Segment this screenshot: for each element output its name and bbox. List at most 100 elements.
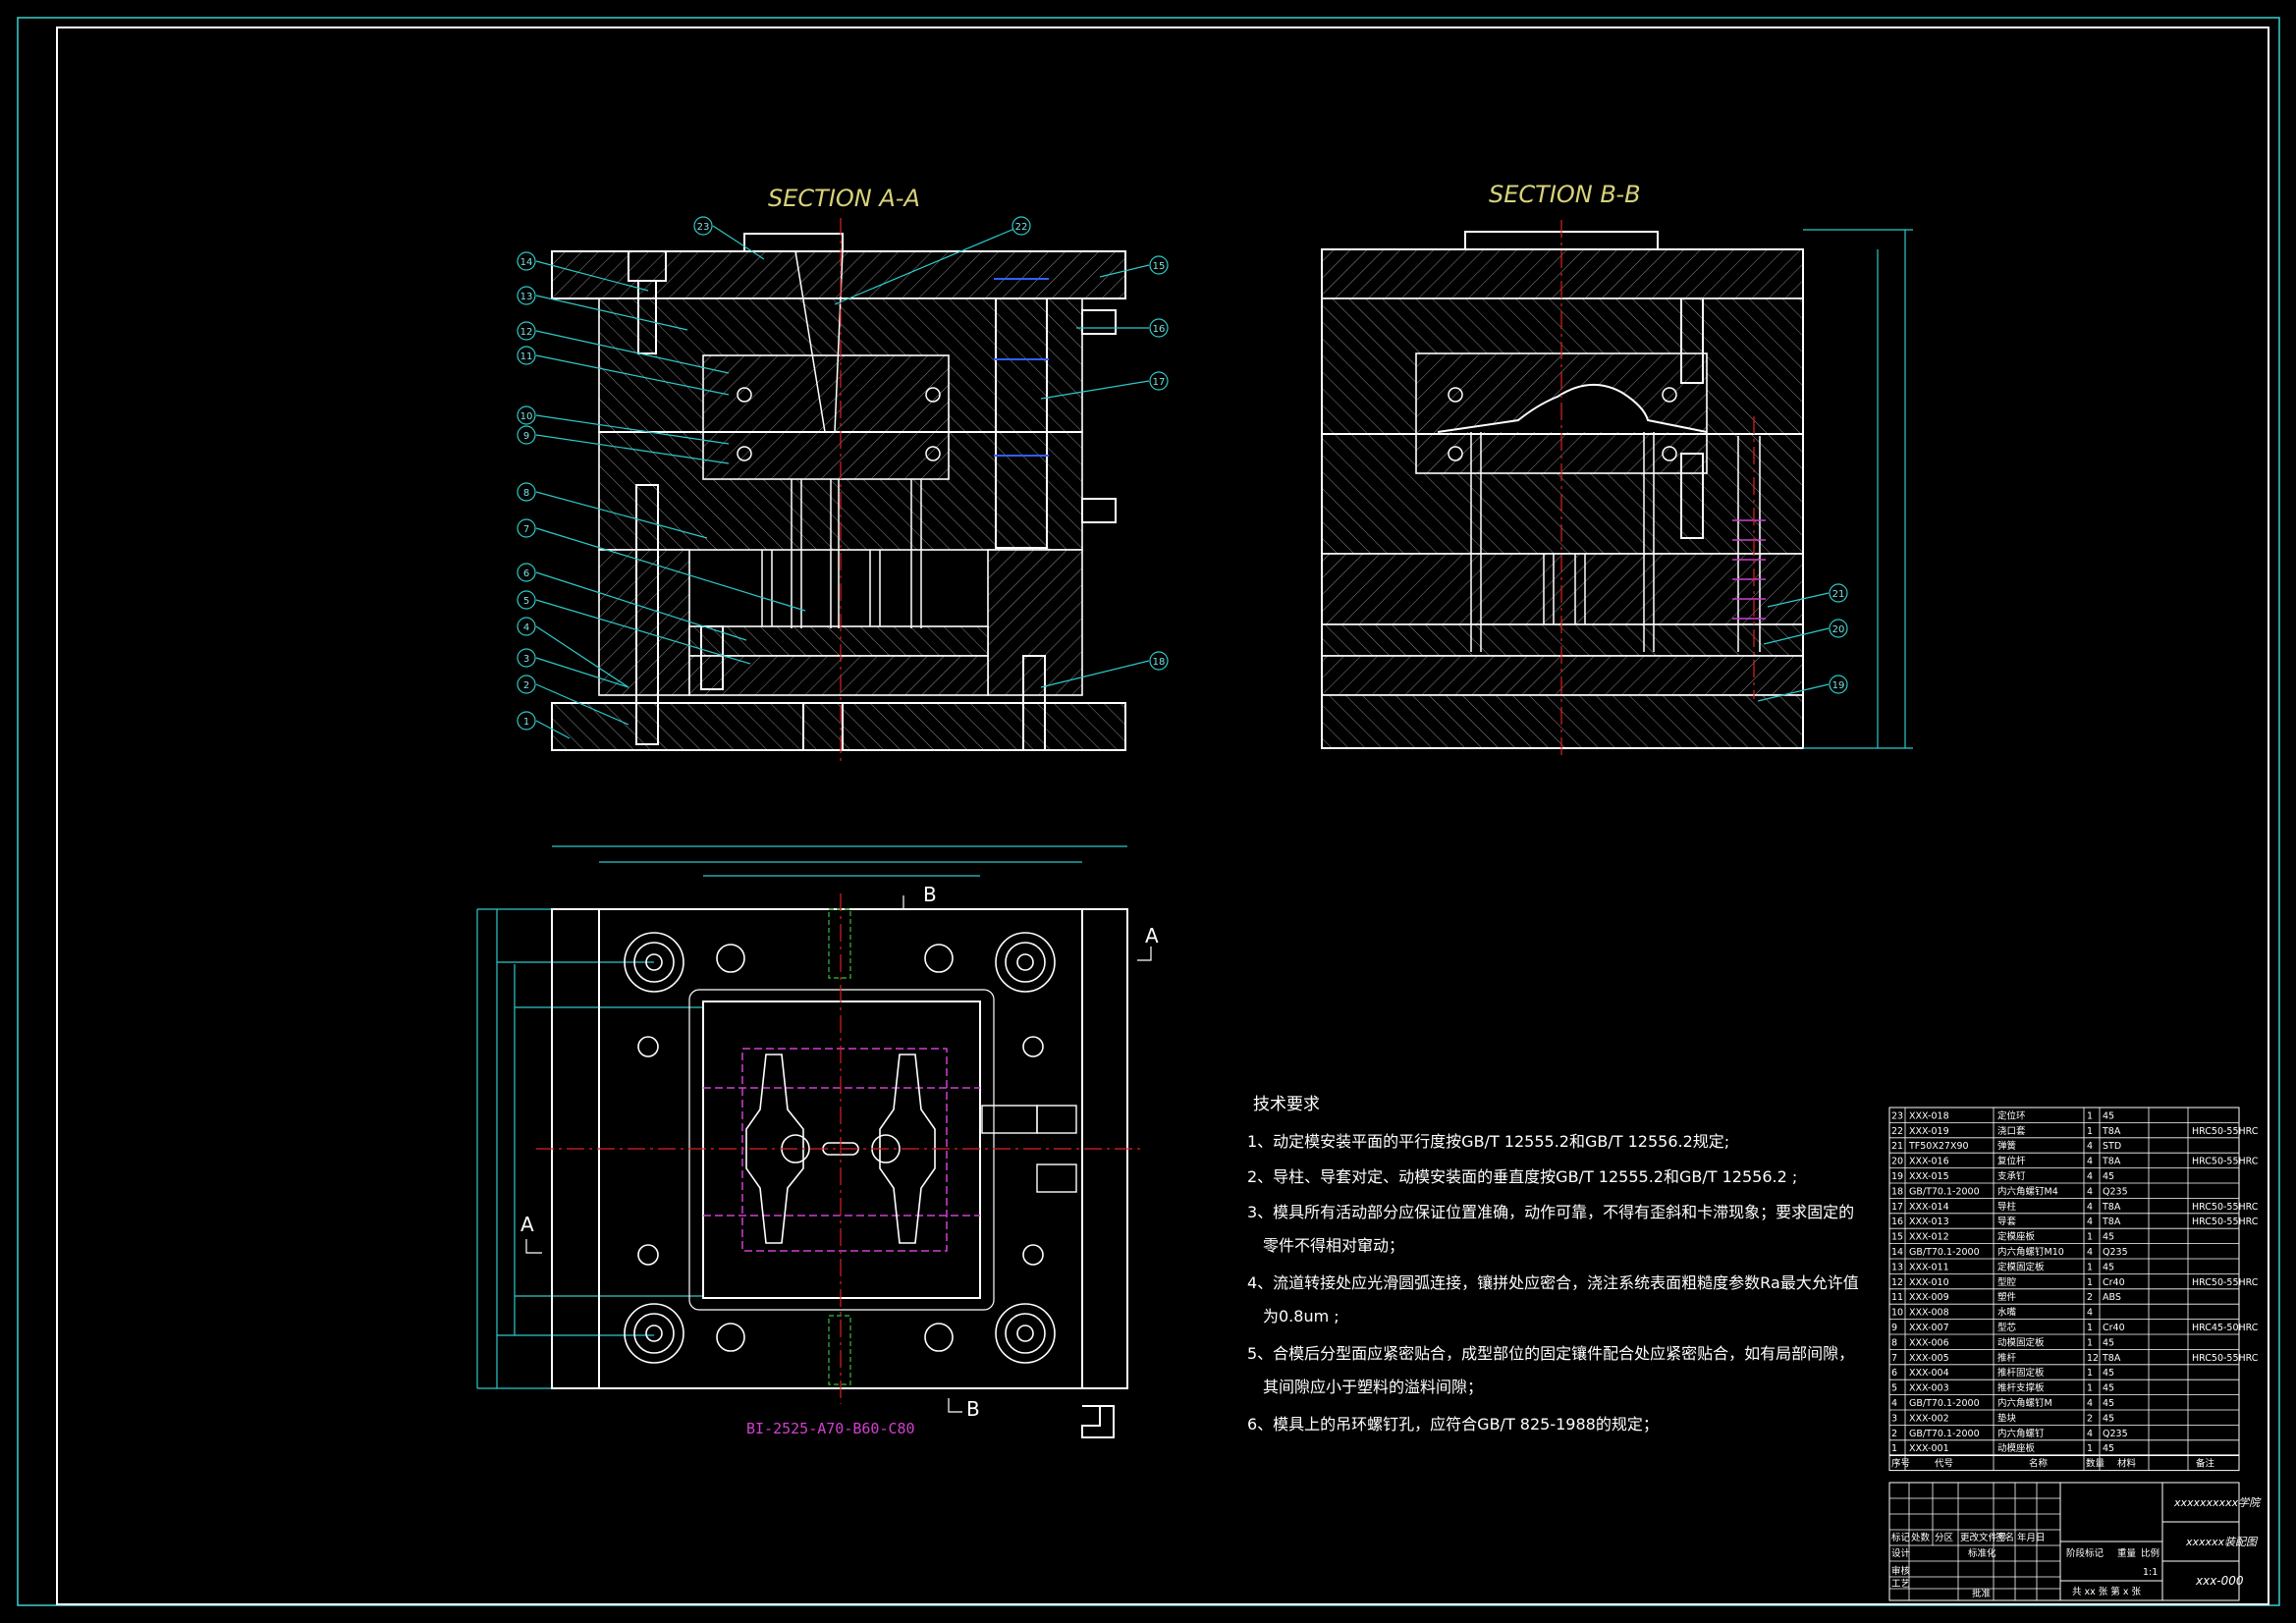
bom-cell-r16-c4: T8A xyxy=(2102,1353,2121,1364)
balloon-18: 18 xyxy=(1153,657,1166,668)
tb-label-zone: 分区 xyxy=(1935,1533,1954,1543)
bom-cell-r22-c1: XXX-001 xyxy=(1909,1443,1949,1454)
bom-cell-r14-c1: XXX-007 xyxy=(1909,1323,1949,1333)
bom-cell-r20-c1: XXX-002 xyxy=(1909,1413,1949,1424)
bom-cell-r3-c2: 复位杆 xyxy=(1997,1156,2026,1167)
bom-header-3: 数量 xyxy=(2086,1458,2105,1470)
bom-cell-r17-c2: 推杆固定板 xyxy=(1997,1367,2045,1379)
bom-cell-r1-c1: XXX-019 xyxy=(1909,1126,1949,1137)
bom-cell-r10-c1: XXX-011 xyxy=(1909,1262,1949,1272)
tb-drawing-name: xxxxxx装配图 xyxy=(2185,1536,2259,1548)
bom-cell-r8-c0: 15 xyxy=(1891,1232,1903,1243)
bom-cell-r21-c4: Q235 xyxy=(2103,1429,2128,1439)
bom-cell-r4-c2: 支承钉 xyxy=(1997,1170,2026,1182)
bom-cell-r0-c4: 45 xyxy=(2103,1110,2114,1121)
bom-cell-r2-c3: 4 xyxy=(2087,1141,2093,1152)
tb-label-scale: 比例 xyxy=(2141,1547,2159,1559)
bom-cell-r7-c1: XXX-013 xyxy=(1909,1217,1949,1227)
balloon-1: 1 xyxy=(523,717,529,728)
section-mark-b-top: B xyxy=(923,883,937,906)
tb-label-sign: 签名 xyxy=(1995,1532,2014,1543)
bom-cell-r18-c0: 5 xyxy=(1891,1383,1897,1394)
tb-label-review: 审核 xyxy=(1891,1565,1911,1577)
balloon-19: 19 xyxy=(1832,680,1845,691)
bom-cell-r20-c3: 2 xyxy=(2087,1413,2093,1424)
tb-scale-value: 1:1 xyxy=(2143,1567,2158,1578)
bom-cell-r0-c3: 1 xyxy=(2087,1110,2093,1121)
bom-cell-r21-c2: 内六角螺钉 xyxy=(1997,1428,2045,1439)
bom-cell-r8-c3: 1 xyxy=(2087,1232,2093,1243)
bom-cell-r15-c2: 动模固定板 xyxy=(1997,1336,2045,1348)
bom-cell-r20-c0: 3 xyxy=(1891,1413,1897,1424)
bom-cell-r12-c0: 11 xyxy=(1891,1292,1903,1303)
bom-cell-r16-c2: 推杆 xyxy=(1997,1352,2017,1364)
bom-cell-r21-c0: 2 xyxy=(1891,1429,1897,1439)
bom-cell-r0-c2: 定位环 xyxy=(1997,1109,2026,1121)
balloon-7: 7 xyxy=(523,524,529,535)
tech-line-9: 6、模具上的吊环螺钉孔，应符合GB/T 825-1988的规定； xyxy=(1247,1415,1659,1434)
bom-cell-r9-c0: 14 xyxy=(1891,1247,1903,1258)
section-mark-b-bottom: B xyxy=(966,1397,980,1421)
bom-cell-r5-c3: 4 xyxy=(2087,1186,2093,1197)
balloon-22: 22 xyxy=(1015,222,1028,233)
tech-line-6: 为0.8um ; xyxy=(1263,1307,1339,1325)
bom-cell-r3-c0: 20 xyxy=(1891,1157,1903,1167)
tb-label-standard: 标准化 xyxy=(1968,1547,1996,1559)
balloon-17: 17 xyxy=(1153,377,1166,388)
bom-cell-r11-c0: 12 xyxy=(1891,1277,1903,1288)
tech-line-5: 4、流道转接处应光滑圆弧连接，镶拼处应密合，浇注系统表面粗糙度参数Ra最大允许值 xyxy=(1247,1273,1859,1292)
bom-cell-r15-c0: 8 xyxy=(1891,1337,1897,1348)
bom-cell-r8-c1: XXX-012 xyxy=(1909,1232,1949,1243)
tb-label-mark: 标记 xyxy=(1891,1532,1911,1543)
bom-cell-r12-c3: 2 xyxy=(2087,1292,2093,1303)
bom-cell-r11-c4: Cr40 xyxy=(2103,1277,2125,1288)
tb-drawing-no: xxx-000 xyxy=(2195,1574,2244,1588)
bom-cell-r12-c2: 塑件 xyxy=(1997,1291,2017,1303)
tb-label-weight: 重量 xyxy=(2117,1547,2137,1559)
bom-cell-r7-c2: 导套 xyxy=(1997,1216,2017,1227)
bom-cell-r18-c1: XXX-003 xyxy=(1909,1383,1949,1394)
bom-cell-r7-c4: T8A xyxy=(2102,1217,2121,1227)
bom-header-2: 名称 xyxy=(2029,1458,2049,1470)
balloon-5: 5 xyxy=(523,596,529,607)
balloon-16: 16 xyxy=(1153,324,1166,335)
bom-cell-r22-c4: 45 xyxy=(2103,1443,2114,1454)
section-bb-view: SECTION B-B xyxy=(1321,181,1913,760)
balloon-21: 21 xyxy=(1832,589,1845,600)
bom-cell-r7-c0: 16 xyxy=(1891,1217,1903,1227)
section-mark-a-left: A xyxy=(520,1213,534,1236)
bom-cell-r16-c1: XXX-005 xyxy=(1909,1353,1949,1364)
bom-cell-r19-c0: 4 xyxy=(1891,1398,1897,1409)
bom-cell-r19-c3: 4 xyxy=(2087,1398,2093,1409)
bom-cell-r14-c0: 9 xyxy=(1891,1323,1897,1333)
bom-cell-r2-c2: 弹簧 xyxy=(1997,1140,2017,1152)
bom-cell-r7-c3: 4 xyxy=(2087,1217,2093,1227)
bom-cell-r6-c3: 4 xyxy=(2087,1202,2093,1213)
bom-cell-r9-c3: 4 xyxy=(2087,1247,2093,1258)
bom-cell-r5-c0: 18 xyxy=(1891,1186,1903,1197)
tech-line-2: 2、导柱、导套对定、动模安装面的垂直度按GB/T 12555.2和GB/T 12… xyxy=(1247,1167,1797,1186)
bom-cell-r9-c1: GB/T70.1-2000 xyxy=(1909,1247,1980,1258)
bom-cell-r6-c1: XXX-014 xyxy=(1909,1202,1949,1213)
technical-requirements: 技术要求 1、动定模安装平面的平行度按GB/T 12555.2和GB/T 125… xyxy=(1247,1095,1859,1434)
bom-cell-r2-c0: 21 xyxy=(1891,1141,1903,1152)
bom-cell-r17-c4: 45 xyxy=(2103,1368,2114,1379)
aa-leaders xyxy=(535,225,1150,739)
balloon-15: 15 xyxy=(1153,261,1166,272)
bom-cell-r22-c3: 1 xyxy=(2087,1443,2093,1454)
bom-cell-r11-c2: 型腔 xyxy=(1997,1276,2017,1288)
bom-cell-r3-c3: 4 xyxy=(2087,1157,2093,1167)
bom-cell-r10-c0: 13 xyxy=(1891,1262,1903,1272)
bom-cell-r12-c4: ABS xyxy=(2103,1292,2121,1303)
tb-label-process: 工艺 xyxy=(1891,1579,1910,1590)
bom-cell-r13-c0: 10 xyxy=(1891,1308,1903,1319)
plan-section-marks: B B A A xyxy=(520,883,1159,1421)
aa-balloons xyxy=(517,216,1169,730)
plan-view: B B A A BI-2525-A70-B60-C80 xyxy=(476,845,1159,1438)
bom-header-5: 备注 xyxy=(2196,1458,2215,1470)
bom-cell-r11-c1: XXX-010 xyxy=(1909,1277,1949,1288)
bom-cell-r10-c2: 定模固定板 xyxy=(1997,1261,2045,1272)
bom-cell-r21-c1: GB/T70.1-2000 xyxy=(1909,1429,1980,1439)
bom-cell-r6-c5: HRC50-55HRC xyxy=(2192,1202,2259,1213)
